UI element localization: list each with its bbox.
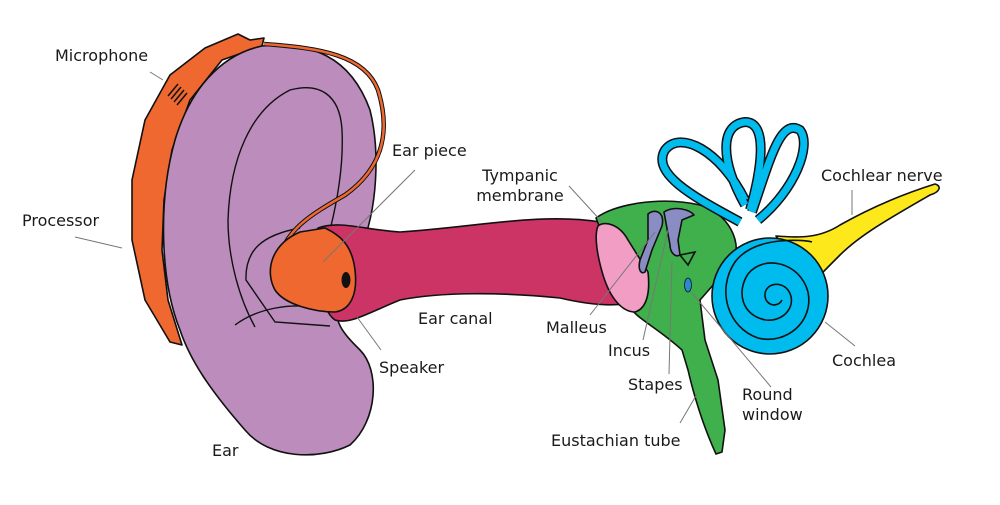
ear-concha-fold (245, 227, 331, 327)
device-wire-core (263, 42, 385, 263)
label-microphone: Microphone (55, 46, 149, 65)
label-malleus: Malleus (546, 318, 607, 337)
label-round-window-line2: window (742, 405, 803, 424)
label-cochlear-nerve: Cochlear nerve (821, 166, 943, 185)
label-processor: Processor (22, 211, 100, 230)
label-tympanic-line2: membrane (476, 186, 564, 205)
cochlear-nerve-shape (775, 183, 940, 286)
stapes-shape (678, 250, 697, 267)
semicircular-canals (657, 116, 809, 227)
label-ear-canal: Ear canal (418, 309, 493, 328)
cochlea-spiral (725, 239, 813, 341)
microphone-grille-icon (167, 83, 188, 106)
label-round-window-line1: Round (742, 385, 793, 404)
label-tympanic-membrane: Tympanic membrane (470, 166, 570, 206)
label-ear: Ear (212, 441, 239, 460)
ear-piece-shape (269, 227, 357, 313)
label-eustachian-tube: Eustachian tube (551, 431, 681, 450)
ear-shape (162, 44, 377, 456)
label-round-window: Round window (742, 385, 803, 425)
label-stapes: Stapes (628, 375, 683, 394)
leader-lines (74, 71, 856, 424)
speaker-opening (341, 272, 351, 288)
label-speaker: Speaker (379, 358, 445, 377)
round-window-shape (684, 277, 692, 293)
label-ear-piece: Ear piece (392, 141, 467, 160)
label-tympanic-line1: Tympanic (482, 166, 558, 185)
malleus-shape (638, 210, 664, 274)
label-cochlea: Cochlea (832, 351, 896, 370)
label-incus: Incus (608, 341, 651, 360)
cochlea-shape (711, 237, 829, 355)
incus-shape (663, 207, 695, 257)
ear-canal-shape (314, 218, 641, 322)
